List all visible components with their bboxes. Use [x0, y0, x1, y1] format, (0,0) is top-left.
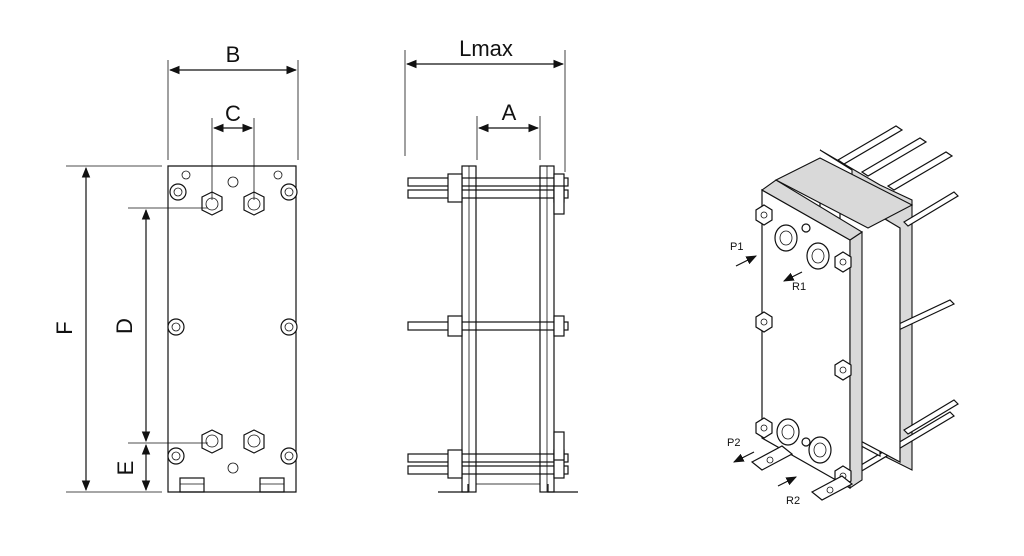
- front-plate-outline: [167, 165, 297, 493]
- front-foot-right: [259, 477, 285, 493]
- iso-tie-rods: [836, 125, 959, 473]
- label-f: F: [52, 321, 77, 334]
- port-label-r2: R2: [786, 495, 800, 507]
- iso-port-r2: [808, 436, 832, 464]
- front-view: B C F D E: [52, 42, 299, 493]
- flow-arrow-p2: [733, 451, 755, 463]
- front-port-bottom-left: [201, 429, 223, 454]
- top-notch-left: [181, 170, 191, 180]
- isometric-view: P1 R1 P2 R2: [727, 125, 959, 507]
- dimension-e: E: [113, 443, 151, 492]
- front-bolt-ml: [167, 318, 185, 336]
- side-tie-rod-middle: [407, 315, 569, 337]
- port-label-p2: P2: [727, 437, 740, 449]
- side-nozzle-bottom: [553, 431, 565, 461]
- front-bolt-br: [280, 447, 298, 465]
- front-bolt-tr: [280, 183, 298, 201]
- dimension-b: B: [167, 42, 299, 160]
- dimension-lmax: Lmax: [404, 36, 566, 172]
- iso-port-p1: [774, 224, 798, 252]
- side-tie-rod-top: [407, 173, 569, 203]
- front-bolt-tl: [169, 183, 187, 201]
- flow-arrow-r2: [777, 476, 797, 487]
- dimension-c: C: [211, 101, 255, 200]
- dimension-a: A: [476, 100, 541, 160]
- label-lmax: Lmax: [459, 36, 513, 61]
- label-a: A: [502, 100, 517, 125]
- label-c: C: [225, 101, 241, 126]
- port-label-p1: P1: [730, 241, 743, 253]
- label-b: B: [226, 42, 241, 67]
- front-small-hole-top: [227, 176, 239, 188]
- iso-bolt-3: [755, 311, 773, 333]
- iso-bolt-1: [755, 204, 773, 226]
- dimension-f: F: [52, 165, 162, 493]
- flow-arrow-p1: [735, 255, 757, 267]
- side-foot-right: [547, 484, 578, 493]
- label-d: D: [112, 318, 137, 334]
- side-view: Lmax A: [404, 36, 578, 493]
- iso-small-nut-bottom: [801, 437, 811, 447]
- iso-port-r1: [806, 242, 830, 270]
- flow-arrow-r1: [783, 271, 803, 282]
- iso-bolt-5: [755, 417, 773, 439]
- label-e: E: [113, 461, 138, 476]
- iso-port-p2: [776, 418, 800, 446]
- side-foot-left: [438, 484, 469, 493]
- iso-bolt-2: [834, 251, 852, 273]
- front-foot-left: [179, 477, 205, 493]
- front-bolt-mr: [280, 318, 298, 336]
- front-small-hole-bottom: [227, 462, 239, 474]
- front-port-bottom-right: [243, 429, 265, 454]
- iso-small-nut-top: [801, 223, 811, 233]
- iso-top-bar: [774, 157, 914, 229]
- side-plate-pack: [475, 177, 541, 485]
- dimension-d: D: [112, 207, 208, 444]
- front-bolt-bl: [167, 447, 185, 465]
- top-notch-right: [273, 170, 283, 180]
- iso-bolt-4: [834, 359, 852, 381]
- side-tie-rod-bottom: [407, 449, 569, 479]
- side-nozzle-top: [553, 185, 565, 215]
- port-label-r1: R1: [792, 281, 806, 293]
